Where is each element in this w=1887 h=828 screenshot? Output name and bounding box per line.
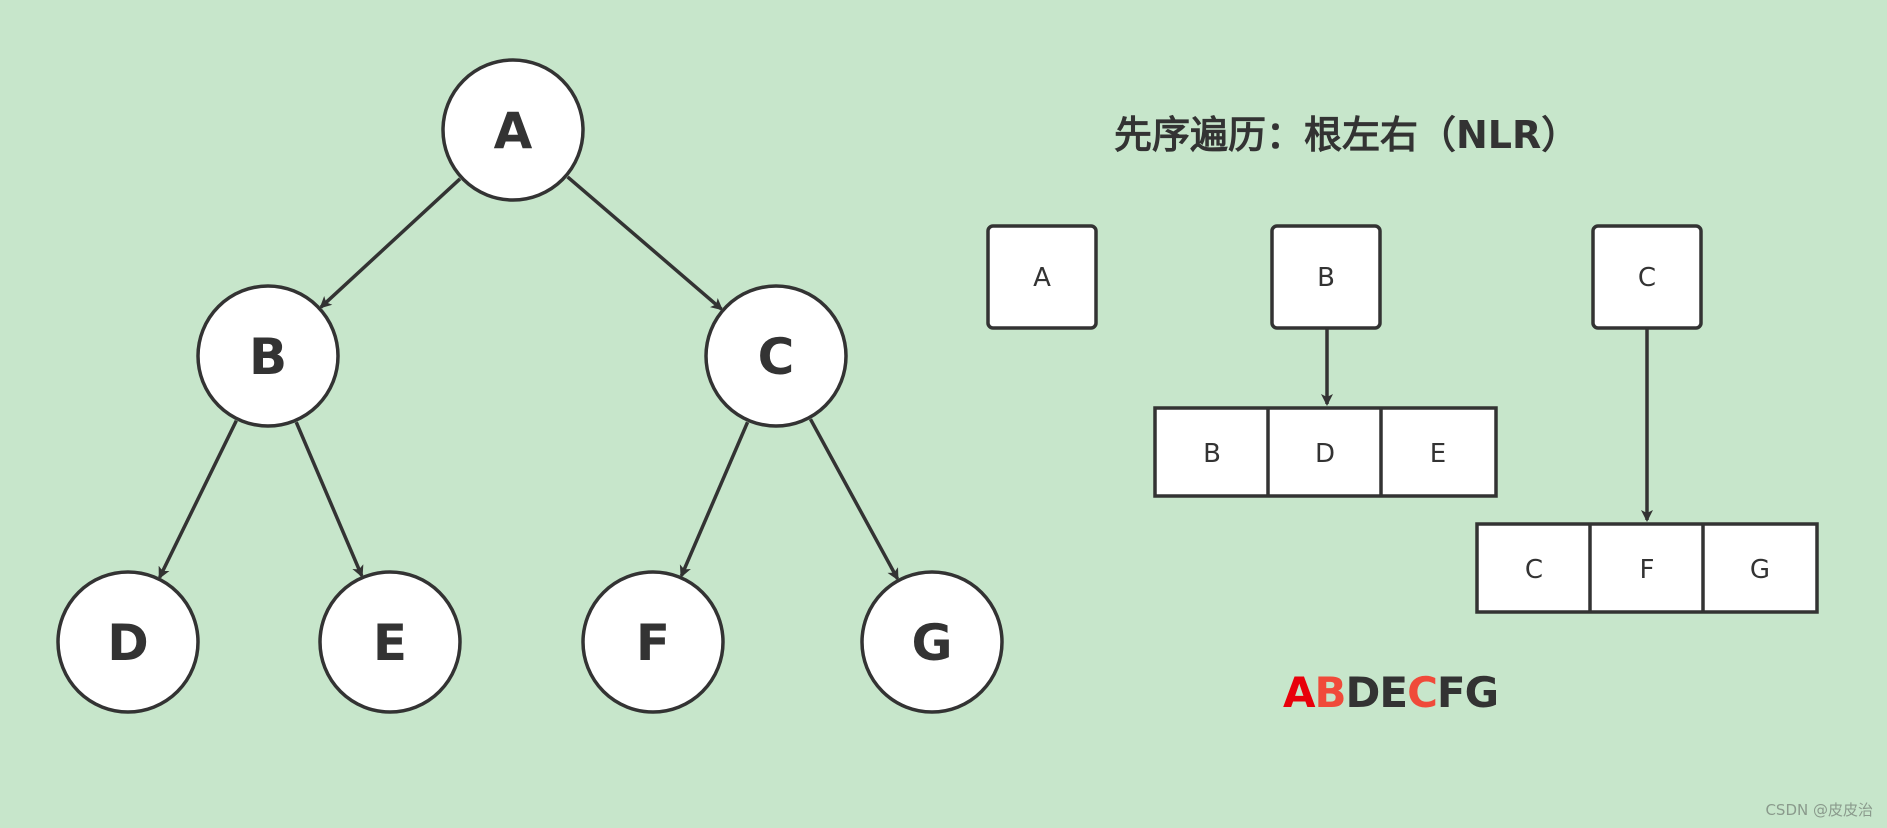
traversal-result: ABDECFG — [1283, 668, 1499, 717]
tree-node-c: C — [704, 284, 848, 428]
result-part-5: FG — [1436, 668, 1499, 717]
tree-node-b: B — [196, 284, 340, 428]
box-root-c-label: C — [1638, 263, 1656, 293]
box-root-c: C — [1591, 224, 1703, 330]
diagram-title: 先序遍历：根左右（NLR） — [1114, 113, 1580, 157]
tree-node-f: F — [581, 570, 725, 714]
box-row-c-cell-2: F — [1640, 555, 1655, 585]
tree-node-g: G — [860, 570, 1004, 714]
box-root-b-label: B — [1317, 263, 1335, 293]
edge-b-e — [294, 421, 364, 578]
result-part-2: B — [1314, 668, 1347, 717]
tree-node-e-label: E — [373, 614, 407, 672]
tree-node-b-label: B — [249, 328, 287, 386]
edge-c-f — [679, 421, 750, 578]
tree-node-a: A — [441, 58, 585, 202]
tree-node-d: D — [56, 570, 200, 714]
box-row-b-cell-1: B — [1203, 439, 1221, 469]
tree-node-e: E — [318, 570, 462, 714]
tree-node-f-label: F — [636, 614, 670, 672]
box-root-a: A — [986, 224, 1098, 330]
tree-node-d-label: D — [107, 614, 149, 672]
tree-node-c-label: C — [758, 328, 795, 386]
result-part-3: DE — [1345, 668, 1409, 717]
box-row-c-cell-1: C — [1525, 555, 1543, 585]
tree-node-g-label: G — [911, 614, 952, 672]
box-row-b-cell-3: E — [1430, 439, 1446, 469]
edge-b-d — [158, 419, 238, 580]
tree-node-a-label: A — [494, 102, 533, 160]
watermark: CSDN @皮皮治 — [1765, 801, 1873, 819]
edge-c-g — [808, 418, 900, 581]
result-part-4: C — [1407, 668, 1438, 717]
box-root-b: B — [1270, 224, 1382, 330]
box-row-b-cell-2: D — [1315, 439, 1335, 469]
box-root-a-label: A — [1033, 263, 1051, 293]
tree-edges — [158, 175, 900, 581]
box-row-c: C F G — [1475, 522, 1819, 614]
box-row-c-cell-3: G — [1750, 555, 1770, 585]
edge-a-b — [319, 177, 462, 309]
edge-a-c — [566, 175, 723, 311]
box-row-b: B D E — [1153, 406, 1498, 498]
result-part-1: A — [1283, 668, 1316, 717]
